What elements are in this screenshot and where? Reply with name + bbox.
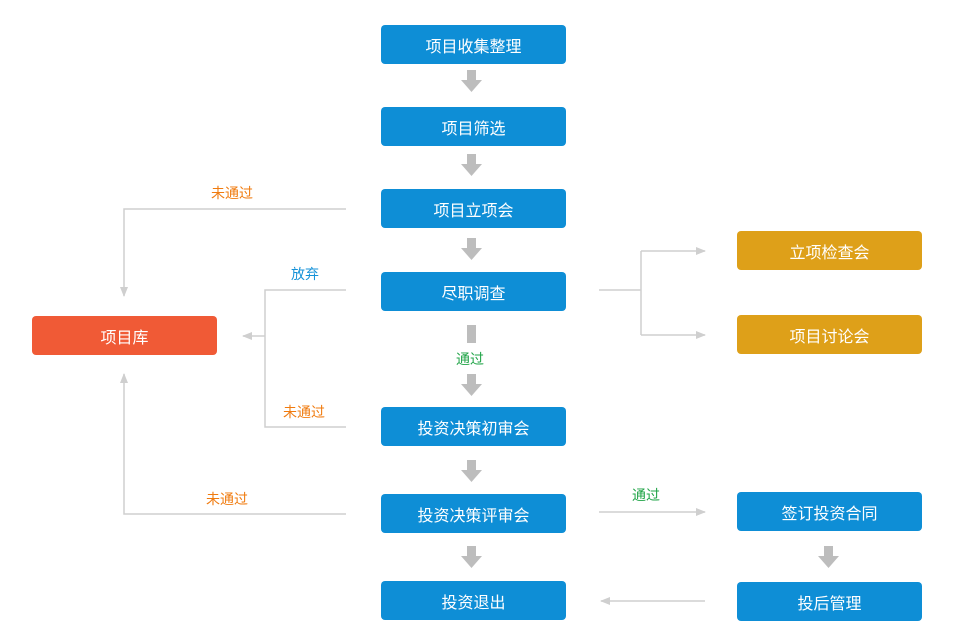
connector-approval-rejected bbox=[120, 208, 346, 297]
node-pre-review-meeting: 投资决策初审会 bbox=[381, 407, 566, 446]
arrow-diligence-to-prereview bbox=[461, 374, 482, 396]
node-project-pool: 项目库 bbox=[32, 316, 217, 355]
arrow-prereview-to-finalreview bbox=[461, 460, 482, 482]
node-discussion-meeting: 项目讨论会 bbox=[737, 315, 922, 354]
label-final-review-rejected: 未通过 bbox=[206, 492, 248, 508]
label-final-review-passed: 通过 bbox=[632, 488, 660, 504]
label-abandon: 放弃 bbox=[291, 267, 319, 283]
node-due-diligence: 尽职调查 bbox=[381, 272, 566, 311]
node-inspection-meeting: 立项检查会 bbox=[737, 231, 922, 270]
label-approval-rejected: 未通过 bbox=[211, 186, 253, 202]
node-investment-exit: 投资退出 bbox=[381, 581, 566, 620]
node-sign-contract: 签订投资合同 bbox=[737, 492, 922, 531]
node-post-management: 投后管理 bbox=[737, 582, 922, 621]
arrow-approval-to-diligence bbox=[461, 238, 482, 260]
node-project-screen: 项目筛选 bbox=[381, 107, 566, 146]
arrow-diligence-stem bbox=[467, 325, 476, 343]
connector-final-rejected bbox=[120, 373, 346, 515]
arrow-screen-to-approval bbox=[461, 154, 482, 176]
arrow-collect-to-screen bbox=[461, 70, 482, 92]
label-pre-review-rejected: 未通过 bbox=[283, 405, 325, 421]
node-approval-meeting: 项目立项会 bbox=[381, 189, 566, 228]
node-final-review-meeting: 投资决策评审会 bbox=[381, 494, 566, 533]
arrow-finalreview-to-exit bbox=[461, 546, 482, 568]
connector-abandon bbox=[264, 289, 346, 428]
arrow-contract-to-postmgmt bbox=[818, 546, 839, 568]
label-diligence-passed: 通过 bbox=[456, 352, 484, 368]
node-project-collect: 项目收集整理 bbox=[381, 25, 566, 64]
